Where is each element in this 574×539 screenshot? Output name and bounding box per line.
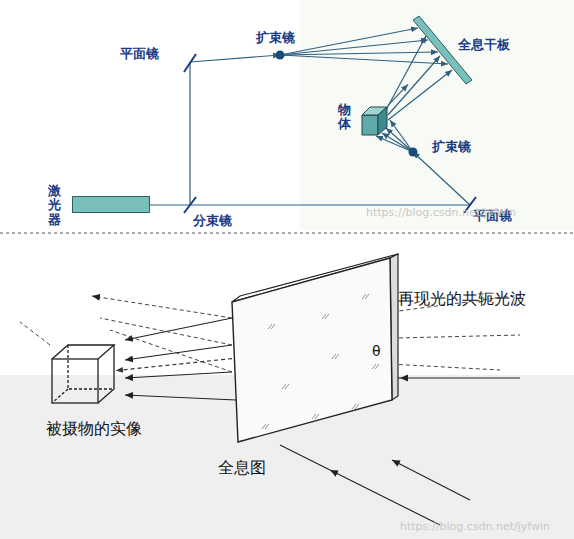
scratch [375, 364, 379, 369]
wire-shape [50, 343, 116, 405]
scratch [355, 404, 359, 409]
diagram-node: 全息干板 [408, 16, 472, 86]
beam-expander [276, 51, 285, 60]
scratch [265, 424, 269, 429]
diagram-node: 激光器 [72, 196, 150, 213]
part-label: 扩束镜 [256, 29, 295, 47]
diagram-node: 被摄物的实像 [50, 343, 116, 405]
scratch [365, 294, 369, 299]
scratch [325, 314, 329, 319]
watermark: https://blog.csdn.net/jyfwin [400, 520, 550, 533]
scratch [271, 324, 275, 329]
light-ray [116, 359, 232, 371]
node-label: 激光器 [48, 184, 61, 227]
separator [0, 233, 574, 234]
cube3-shape [360, 105, 388, 135]
node-label: 全息图 [218, 458, 266, 479]
wire-cube [52, 345, 114, 403]
part-label: 再现光的共轭光波 [398, 289, 526, 310]
part-label: 分束镜 [193, 212, 232, 230]
scratch [335, 354, 339, 359]
node-label: 全息干板 [458, 36, 510, 54]
slab-front [232, 258, 392, 442]
scratch [315, 414, 319, 419]
part-label: 平面镜 [120, 45, 159, 63]
light-ray [388, 84, 408, 105]
watermark: https://blog.csdn.net/jyfwin [366, 206, 516, 219]
laser-body [72, 196, 150, 213]
cube-side [378, 107, 387, 135]
part-label: 扩束镜 [432, 138, 471, 156]
node-label: 被摄物的实像 [46, 419, 142, 440]
diagram-node: 物体 [360, 105, 388, 135]
beam-expander [409, 148, 418, 157]
beam-paths [150, 28, 470, 205]
node-label: 物体 [338, 103, 351, 132]
cube-face [362, 115, 378, 135]
part-label: θ [372, 343, 381, 359]
background [300, 0, 574, 230]
scratch [285, 384, 289, 389]
mirror [184, 54, 476, 213]
